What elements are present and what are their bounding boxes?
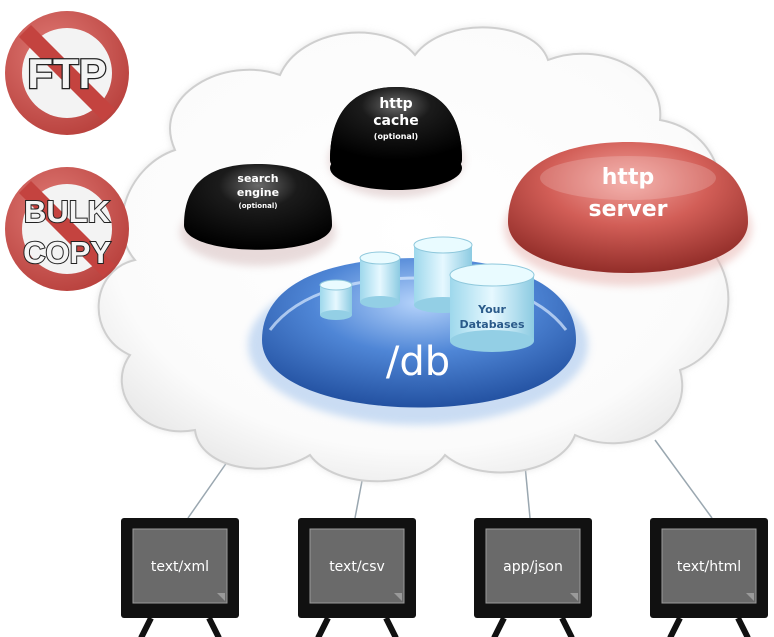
- http-cache-label-line3: (optional): [374, 132, 418, 141]
- search-engine-node: search engine (optional): [180, 164, 336, 266]
- your-databases-label-line2: Databases: [459, 318, 525, 331]
- connector-line: [654, 439, 713, 519]
- copy-label: COPY: [23, 235, 111, 270]
- client-monitor-app-json[interactable]: app/json: [474, 518, 592, 637]
- database-cylinder-small: [319, 279, 353, 320]
- client-monitor-text-xml[interactable]: text/xml: [121, 518, 239, 637]
- client-label-text-csv: text/csv: [329, 559, 385, 575]
- bulk-copy-prohibited-sign: BULK COPY: [5, 167, 129, 291]
- database-cylinder-medium: [359, 251, 401, 308]
- search-engine-label-line3: (optional): [239, 202, 278, 210]
- bulk-label: BULK: [24, 194, 111, 229]
- connector-line: [187, 454, 233, 519]
- db-label: /db: [386, 339, 450, 385]
- client-monitor-text-csv[interactable]: text/csv: [298, 518, 416, 637]
- http-server-node: http server: [504, 142, 752, 286]
- database-cylinders: Your Databases: [319, 236, 535, 352]
- ftp-label: FTP: [27, 50, 106, 97]
- client-label-app-json: app/json: [503, 559, 563, 575]
- http-cache-label-line1: http: [379, 96, 412, 112]
- search-engine-label-line1: search: [237, 172, 278, 185]
- your-databases-cylinder: Your Databases: [449, 263, 535, 352]
- http-server-label-line1: http: [602, 165, 654, 190]
- search-engine-label-line2: engine: [237, 186, 279, 199]
- connector-line: [524, 464, 531, 519]
- client-label-text-html: text/html: [677, 559, 741, 575]
- ftp-prohibited-sign: FTP: [5, 11, 129, 135]
- http-cache-label-line2: cache: [373, 113, 419, 129]
- http-server-label-line2: server: [589, 197, 668, 222]
- client-monitor-text-html[interactable]: text/html: [650, 518, 768, 637]
- your-databases-label-line1: Your: [477, 303, 506, 316]
- client-monitors: text/xml text/csv app/json text/html: [121, 518, 768, 637]
- http-cache-node: http cache (optional): [328, 87, 464, 198]
- client-label-text-xml: text/xml: [151, 559, 209, 575]
